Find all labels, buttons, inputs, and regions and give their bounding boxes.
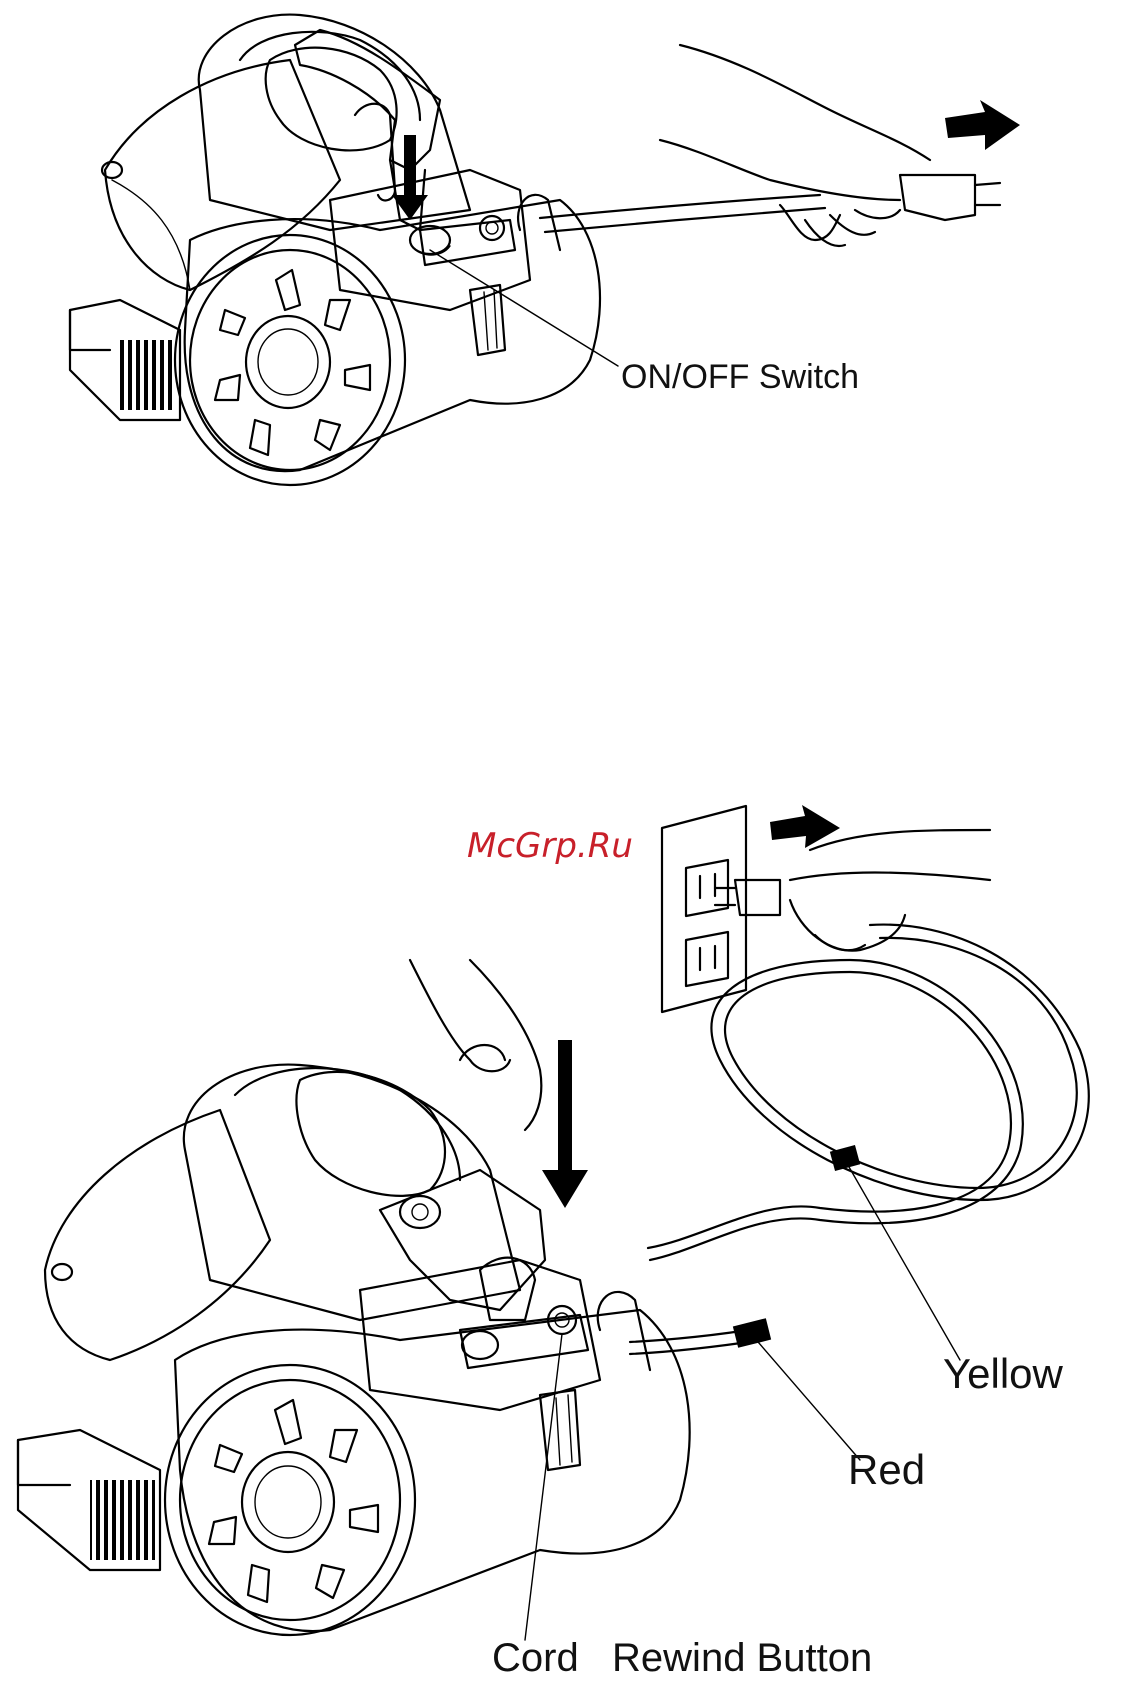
- leader-line-cord-rewind: [525, 1334, 562, 1640]
- label-cord-rewind-button: Cord Rewind Button: [492, 1636, 872, 1681]
- leader-line-red: [752, 1335, 860, 1460]
- wheel-2: [165, 1365, 415, 1635]
- watermark-text: McGrp.Ru: [467, 826, 633, 866]
- label-yellow: Yellow: [943, 1350, 1063, 1398]
- label-red: Red: [848, 1446, 925, 1494]
- figure-unplug-cord: [70, 15, 1020, 485]
- hose-inlet-ridges-2: [90, 1480, 155, 1560]
- figure-cord-rewind: [18, 805, 1089, 1640]
- pull-arrow-icon-2: [770, 805, 840, 848]
- yellow-marker: [830, 1145, 860, 1171]
- down-arrow-icon-2: [542, 1040, 588, 1208]
- label-on-off-switch: ON/OFF Switch: [621, 358, 859, 397]
- hose-inlet-ridges: [120, 340, 175, 410]
- on-off-switch-button-2: [462, 1331, 498, 1359]
- plug-icon: [900, 175, 975, 220]
- cord-rewind-button: [480, 216, 504, 240]
- wall-outlet: [662, 806, 746, 1012]
- pull-arrow-icon: [945, 100, 1020, 150]
